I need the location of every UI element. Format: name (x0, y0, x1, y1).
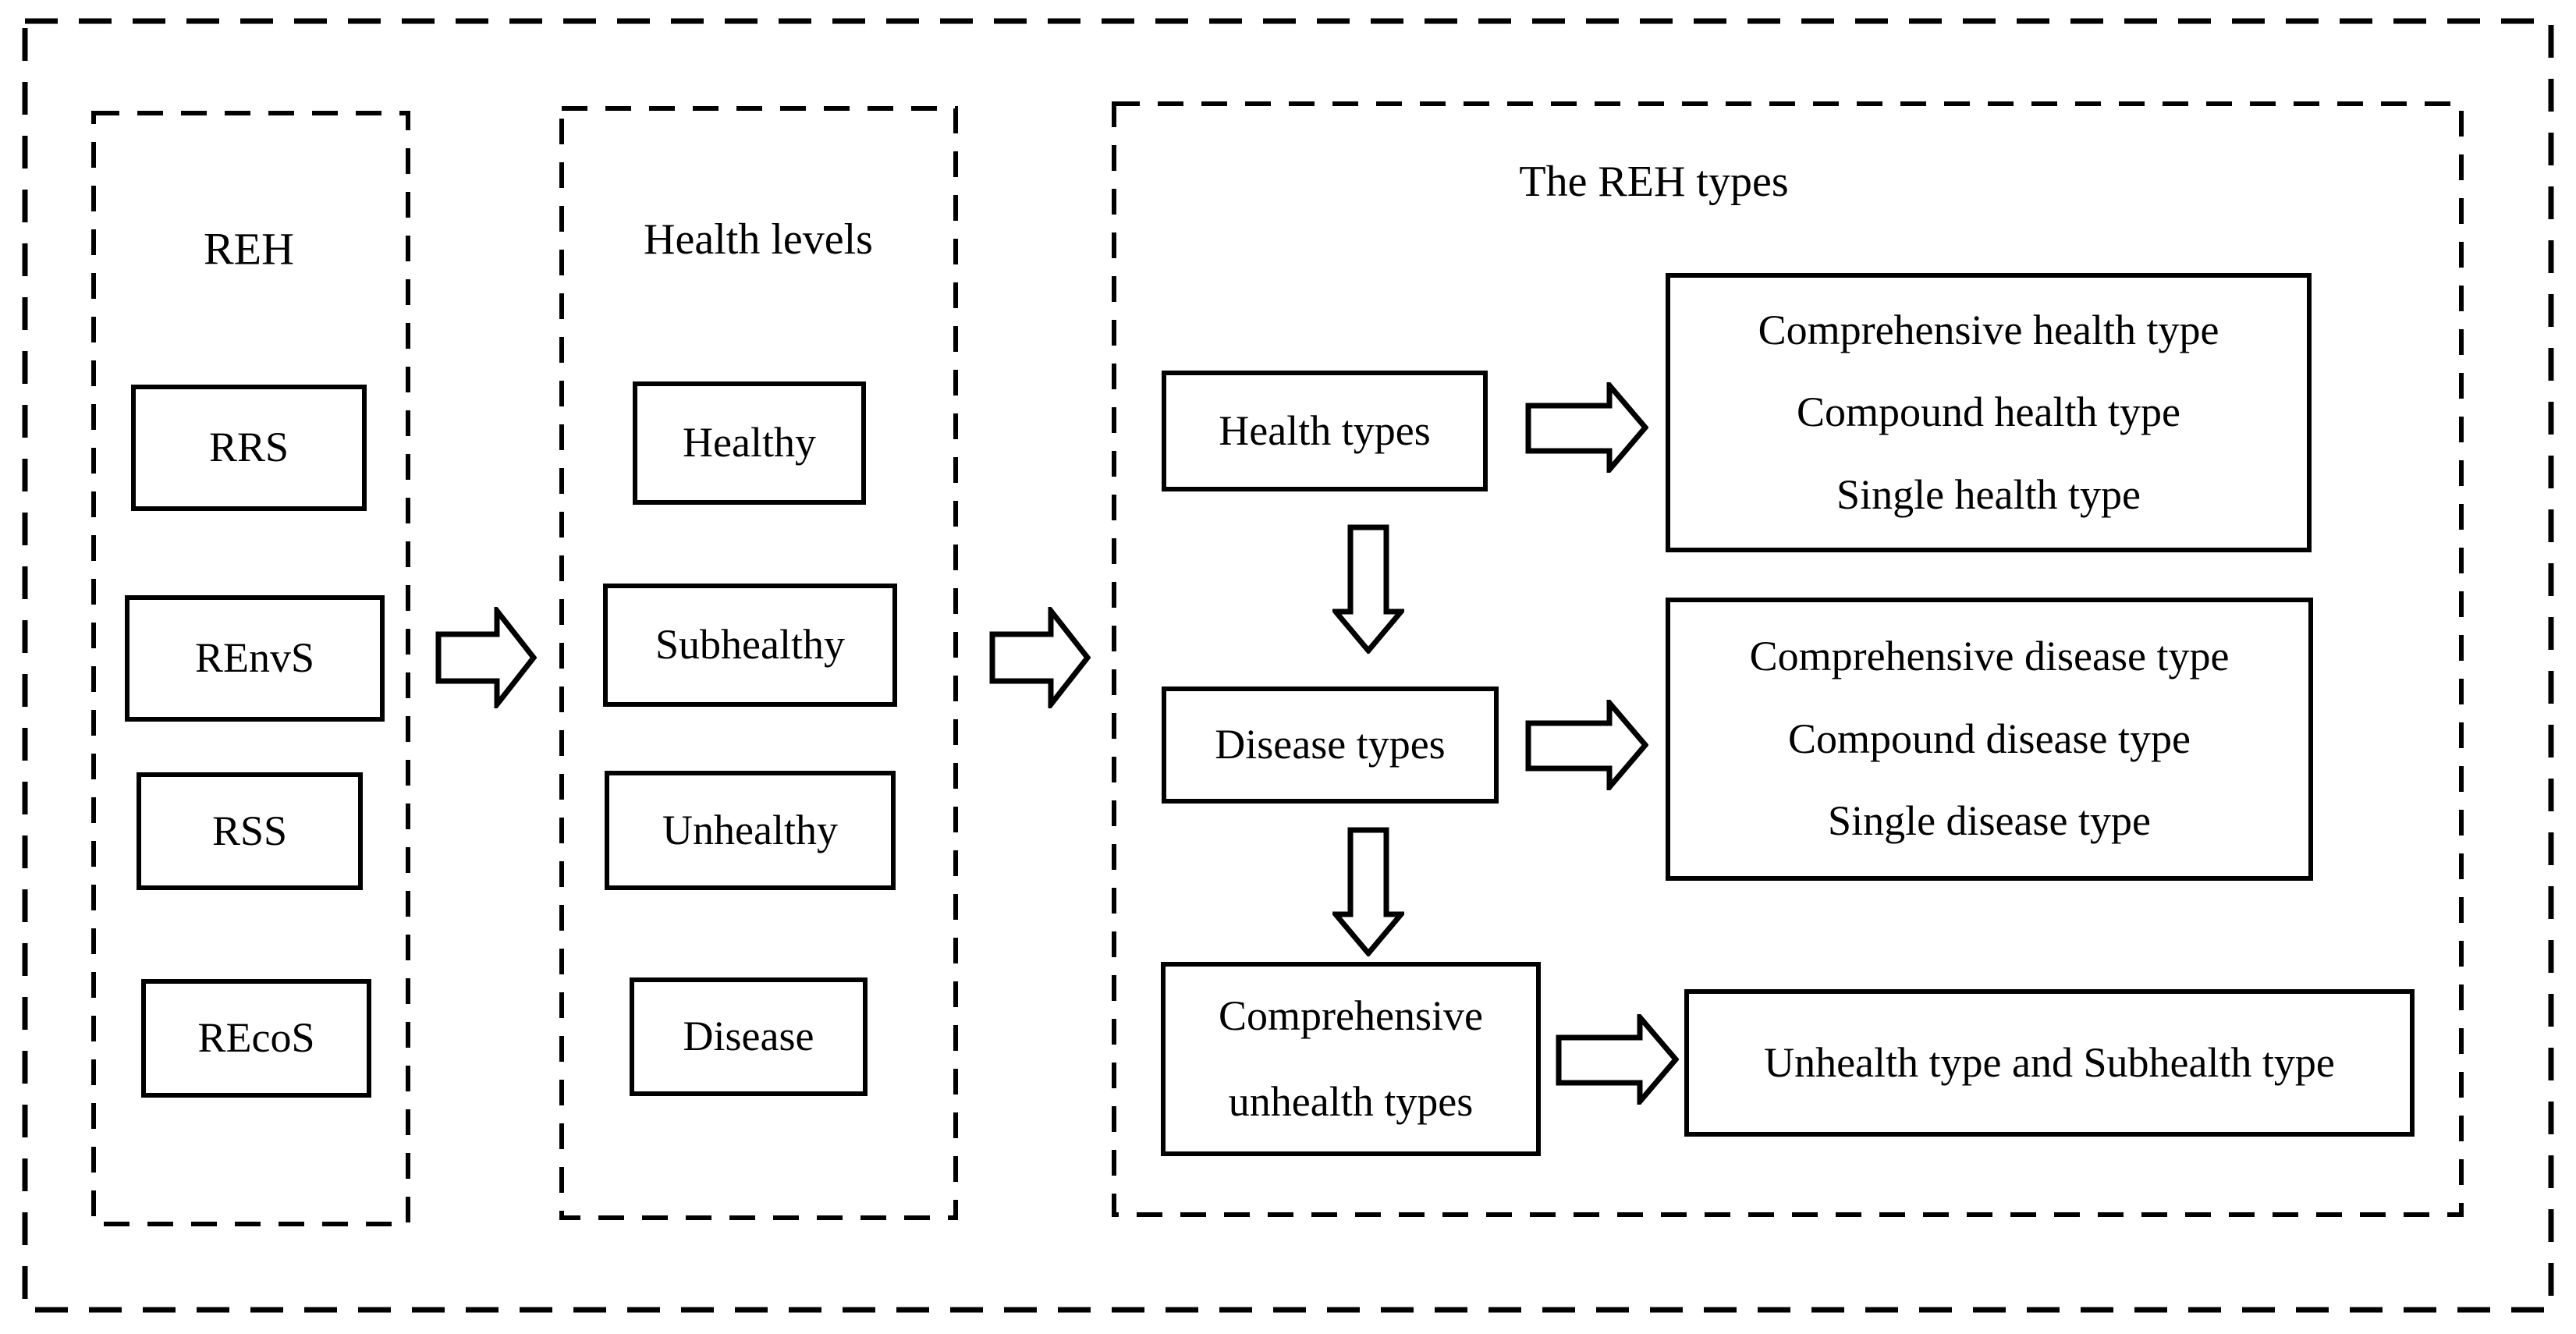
comprehensive-unhealth-types-box: Comprehensive unhealth types (1161, 962, 1541, 1156)
health-types-label: Health types (1219, 406, 1431, 454)
comprehensive-unhealth-line2: unhealth types (1228, 1077, 1474, 1125)
renvs-box: REnvS (125, 595, 385, 722)
arrow-down-icon (1332, 524, 1404, 654)
arrow-right-icon (1556, 1014, 1679, 1105)
outer-border (22, 18, 2554, 1313)
health-target-line1: Comprehensive health type (1758, 306, 2219, 353)
types-panel-title: The REH types (1519, 158, 1789, 206)
disease-target-line3: Single disease type (1828, 797, 2151, 845)
unhealthy-label: Unhealthy (662, 806, 838, 853)
levels-panel-border (559, 106, 958, 1220)
disease-box: Disease (630, 977, 868, 1096)
disease-target-line2: Compound disease type (1788, 715, 2191, 762)
health-types-box: Health types (1162, 371, 1488, 491)
disease-types-label: Disease types (1215, 721, 1446, 768)
health-type-targets-box: Comprehensive health type Compound healt… (1666, 273, 2312, 552)
reh-panel-title: REH (204, 223, 294, 275)
rss-box: RSS (137, 772, 363, 890)
renvs-label: REnvS (194, 634, 315, 682)
rrs-label: RRS (208, 424, 289, 471)
reh-panel-border (91, 111, 410, 1226)
rrs-box: RRS (131, 385, 367, 511)
arrow-down-icon (1332, 827, 1404, 956)
healthy-label: Healthy (683, 419, 816, 467)
subhealthy-box: Subhealthy (603, 584, 897, 707)
recos-box: REcoS (141, 979, 371, 1098)
arrow-right-icon (1525, 382, 1648, 473)
arrow-right-icon (989, 607, 1091, 708)
disease-label: Disease (683, 1013, 814, 1060)
recos-label: REcoS (197, 1014, 315, 1062)
unhealthy-box: Unhealthy (605, 771, 896, 890)
health-target-line2: Compound health type (1797, 388, 2180, 436)
levels-panel-title: Health levels (644, 215, 873, 264)
disease-types-box: Disease types (1162, 687, 1499, 804)
comprehensive-unhealth-line1: Comprehensive (1219, 992, 1483, 1040)
unhealth-type-target-box: Unhealth type and Subhealth type (1684, 989, 2415, 1137)
rss-label: RSS (211, 807, 288, 854)
disease-type-targets-box: Comprehensive disease type Compound dise… (1666, 598, 2313, 881)
disease-target-line1: Comprehensive disease type (1749, 633, 2230, 680)
health-target-line3: Single health type (1836, 470, 2141, 518)
unhealth-target-label: Unhealth type and Subhealth type (1764, 1038, 2335, 1086)
types-panel-border (1112, 101, 2464, 1217)
subhealthy-label: Subhealthy (655, 621, 845, 669)
arrow-right-icon (435, 607, 537, 708)
arrow-right-icon (1525, 700, 1648, 790)
healthy-box: Healthy (633, 381, 866, 505)
